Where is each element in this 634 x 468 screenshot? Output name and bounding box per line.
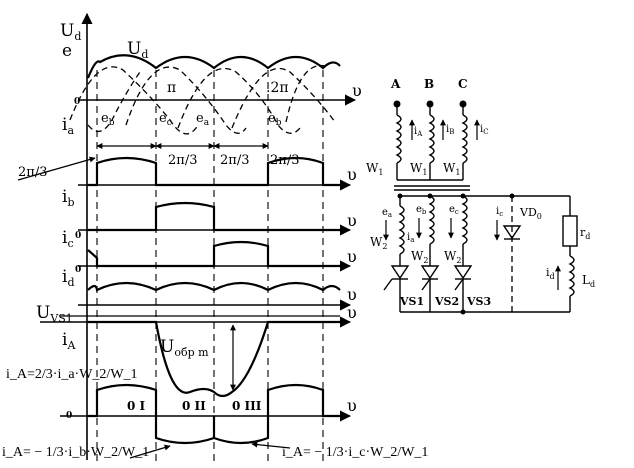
- phase-sinusoids: [69, 64, 336, 135]
- ec-label: ec: [159, 111, 172, 128]
- rd-label: rd: [580, 226, 590, 241]
- ic-axis-label: ic: [62, 228, 74, 250]
- interval-label-b: 2π/3: [220, 153, 249, 168]
- phase-a-label: A: [390, 77, 401, 91]
- ia-interval-pointer: [17, 156, 96, 181]
- ld-label: Ld: [582, 273, 595, 289]
- interval-roman-1: 0 I: [127, 399, 146, 413]
- id-circuit-label: id: [546, 266, 555, 281]
- ea-label: ea: [196, 111, 210, 128]
- interval-roman-2: 0 II: [182, 399, 206, 413]
- vs1-label: VS1: [399, 295, 424, 308]
- id-waveform: [87, 281, 341, 292]
- iA-circuit-label: iA: [414, 126, 423, 138]
- pi-label: π: [167, 80, 176, 96]
- theta-label: υ: [347, 165, 357, 184]
- interval-label-c: 2π/3: [270, 153, 299, 168]
- zero-label: 0: [66, 411, 72, 421]
- ec-circuit-label: ec: [449, 204, 459, 216]
- inductor-ld: [568, 255, 575, 297]
- zero-label: 0: [75, 231, 81, 241]
- eb-circuit-label: eb: [416, 204, 427, 216]
- ib-waveform: [88, 201, 340, 232]
- theta-label: υ: [347, 303, 357, 322]
- id-axis-label: id: [62, 267, 74, 289]
- diode-vd0: [502, 225, 522, 240]
- ud-axis-label: Ud: [60, 21, 81, 43]
- iA-axis-label: iA: [62, 330, 76, 352]
- eb-label-2: eb: [268, 111, 282, 128]
- ud-envelope: [86, 54, 341, 79]
- formula-br-pointer: [251, 441, 291, 449]
- w1-label-2: W1: [410, 161, 427, 177]
- phase-b-label: B: [424, 77, 434, 91]
- zero-label: 0: [75, 265, 81, 275]
- ud-curve-label: Ud: [127, 39, 148, 61]
- theta-label: υ: [347, 211, 357, 230]
- secondary-winding-a: [398, 205, 405, 255]
- ic-circuit-label: ic: [496, 206, 503, 218]
- iA-waveform: [88, 383, 340, 445]
- iB-circuit-label: iB: [446, 124, 454, 136]
- formula-top: i_A=2/3·i_a·W_2/W_1: [6, 367, 138, 382]
- w2-label-1: W2: [370, 235, 387, 251]
- ib-axis-label: ib: [62, 187, 74, 209]
- w1-label-1: W1: [366, 161, 383, 177]
- vs2-label: VS2: [434, 295, 459, 308]
- circuit-schematic: A B C iA iB iC W1 W1 W1: [366, 77, 595, 315]
- vd0-label: VD0: [519, 206, 542, 221]
- formula-bottom-left: i_A= − 1/3·i_b·W_2/W_1: [2, 445, 149, 460]
- theta-label: υ: [347, 285, 357, 304]
- theta-label: υ: [352, 81, 362, 100]
- thyristor-vs1: [383, 265, 410, 312]
- ia-circuit-label: ia: [407, 232, 414, 244]
- ea-circuit-label: ea: [382, 207, 392, 219]
- two-pi-label: .2π: [266, 80, 289, 96]
- formula-bl-pointer: [129, 444, 171, 459]
- iC-circuit-label: iC: [480, 124, 489, 136]
- theta-label: υ: [347, 396, 357, 415]
- thyristor-vs3: [453, 265, 473, 312]
- u-obr-label: Uобр m: [160, 337, 209, 359]
- secondary-winding-c: [461, 195, 468, 245]
- phase-boundaries: [96, 70, 324, 465]
- ic-waveform: [87, 240, 340, 268]
- thyristor-vs2: [420, 265, 440, 312]
- primary-winding-c: [461, 114, 468, 164]
- eb-label-1: eb: [101, 111, 115, 128]
- zero-label: 0: [74, 97, 80, 107]
- ia-axis-label: ia: [62, 115, 74, 137]
- ia-interval-label: 2π/3: [18, 165, 47, 180]
- w2-label-2: W2: [411, 249, 428, 265]
- vs3-label: VS3: [466, 295, 491, 308]
- resistor-rd: [562, 215, 578, 247]
- secondary-winding-b: [428, 195, 435, 245]
- interval-label-a: 2π/3: [168, 153, 197, 168]
- e-axis-label: e: [62, 41, 72, 61]
- phase-c-label: C: [458, 77, 468, 91]
- interval-roman-3: 0 III: [232, 399, 262, 413]
- w1-label-3: W1: [443, 161, 460, 177]
- uvs1-waveform: [88, 320, 340, 398]
- formula-bottom-right: i_A= − 1/3·i_c·W_2/W_1: [282, 445, 428, 460]
- primary-winding-b: [428, 114, 435, 164]
- ia-waveform: [88, 156, 340, 187]
- w2-label-3: W2: [444, 249, 461, 265]
- theta-label: υ: [347, 247, 357, 266]
- primary-winding-a: [395, 114, 402, 164]
